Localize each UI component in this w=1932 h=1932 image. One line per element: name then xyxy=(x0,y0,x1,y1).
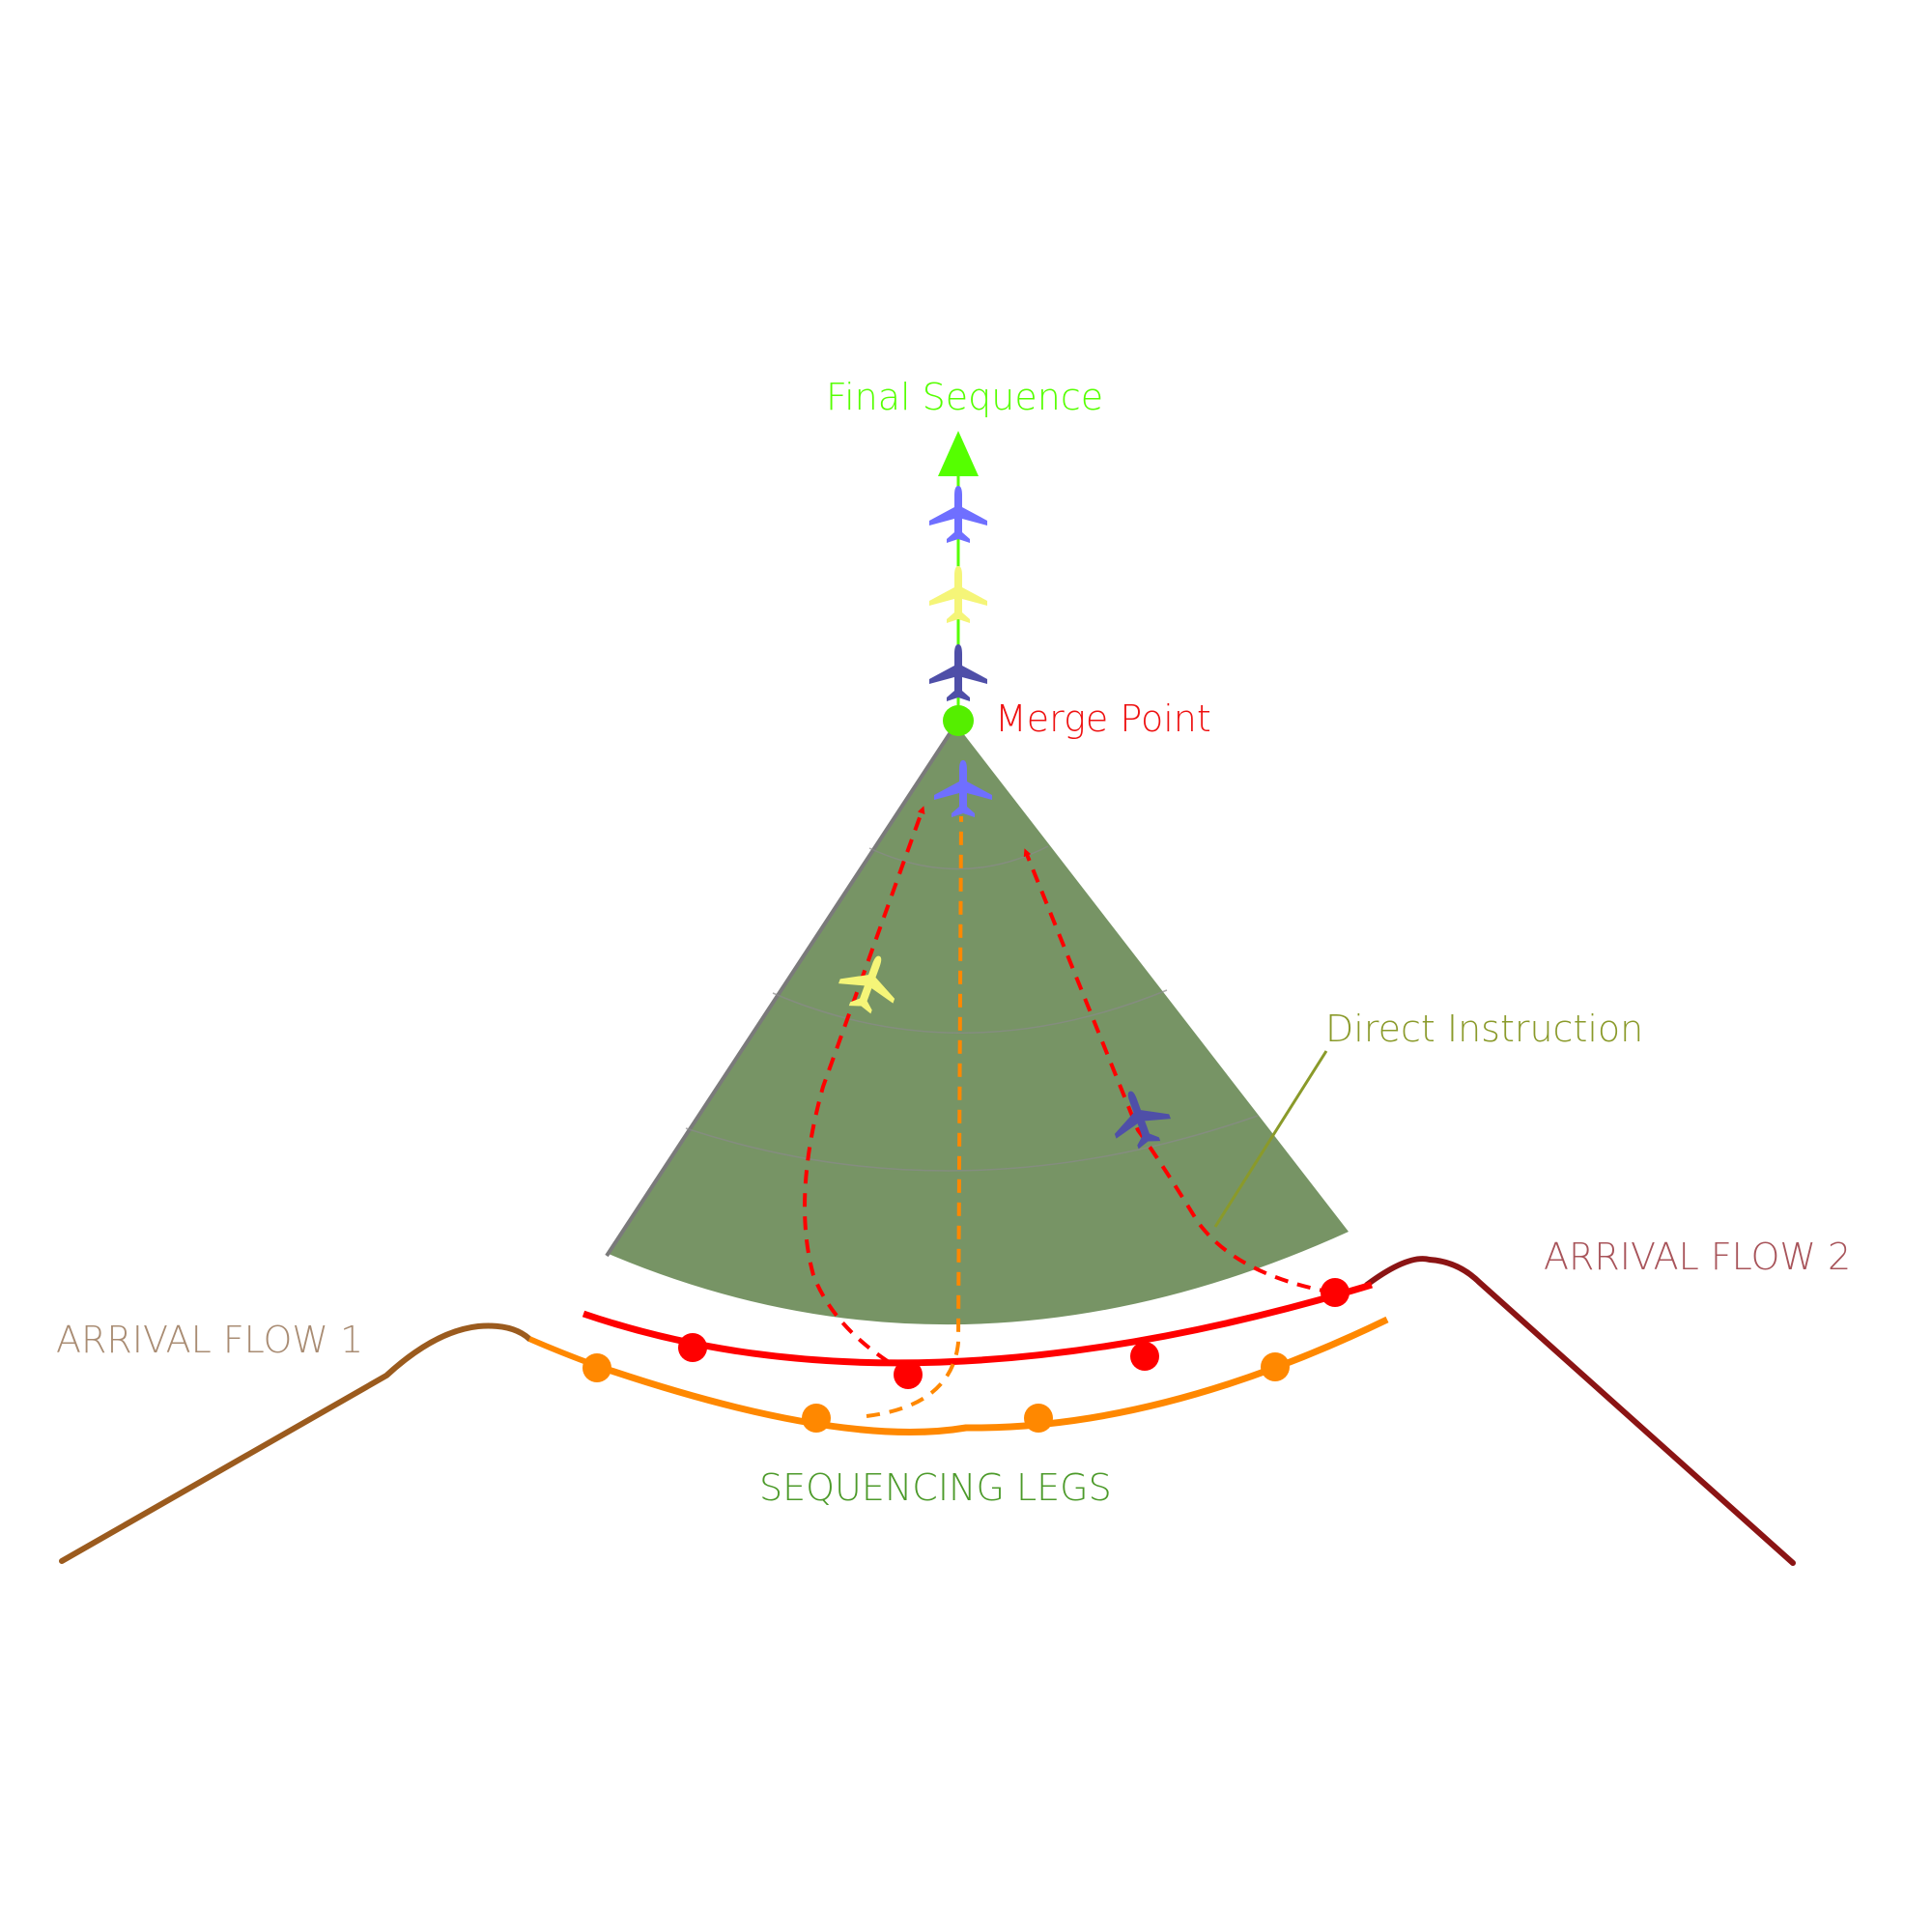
arrival-flow-1-path xyxy=(59,1322,532,1564)
merge-sector xyxy=(609,724,1349,1325)
direct-path-center xyxy=(866,815,963,1418)
arrival-flow-2-label: ARRIVAL FLOW 2 xyxy=(1544,1236,1852,1278)
inner-leg-waypoint xyxy=(1321,1278,1350,1307)
sector-range-ring-3 xyxy=(685,1115,1259,1172)
outer-leg-waypoint xyxy=(1261,1352,1290,1381)
sector-left-edge xyxy=(605,724,956,1258)
outer-leg-waypoint xyxy=(802,1404,831,1433)
inner-leg-waypoint xyxy=(894,1360,923,1389)
arrival-flow-2-path xyxy=(1364,1256,1796,1566)
inner-leg-waypoint xyxy=(1130,1342,1159,1371)
airplane-icon xyxy=(929,486,987,543)
outer-leg-waypoint xyxy=(582,1353,611,1382)
direct-instruction-label: Direct Instruction xyxy=(1325,1008,1644,1050)
sequencing-legs-label: SEQUENCING LEGS xyxy=(759,1466,1112,1509)
dot-icon xyxy=(943,705,974,736)
direct-path-right xyxy=(1023,848,1334,1294)
final-sequence-label: Final Sequence xyxy=(826,376,1104,418)
arrival-flow-1-label: ARRIVAL FLOW 1 xyxy=(56,1319,364,1361)
direct-path-left xyxy=(803,806,925,1376)
airplane-icon xyxy=(929,566,987,623)
airplane-icon xyxy=(929,644,987,701)
inner-leg-waypoint xyxy=(678,1333,707,1362)
merge-point-label: Merge Point xyxy=(995,697,1211,740)
arrow-up-icon xyxy=(938,431,979,476)
outer-sequencing-leg xyxy=(595,1316,1389,1435)
sector-range-ring-2 xyxy=(772,989,1168,1034)
direct-instruction-leader xyxy=(1213,1050,1328,1228)
outer-leg-waypoint xyxy=(1024,1404,1053,1433)
